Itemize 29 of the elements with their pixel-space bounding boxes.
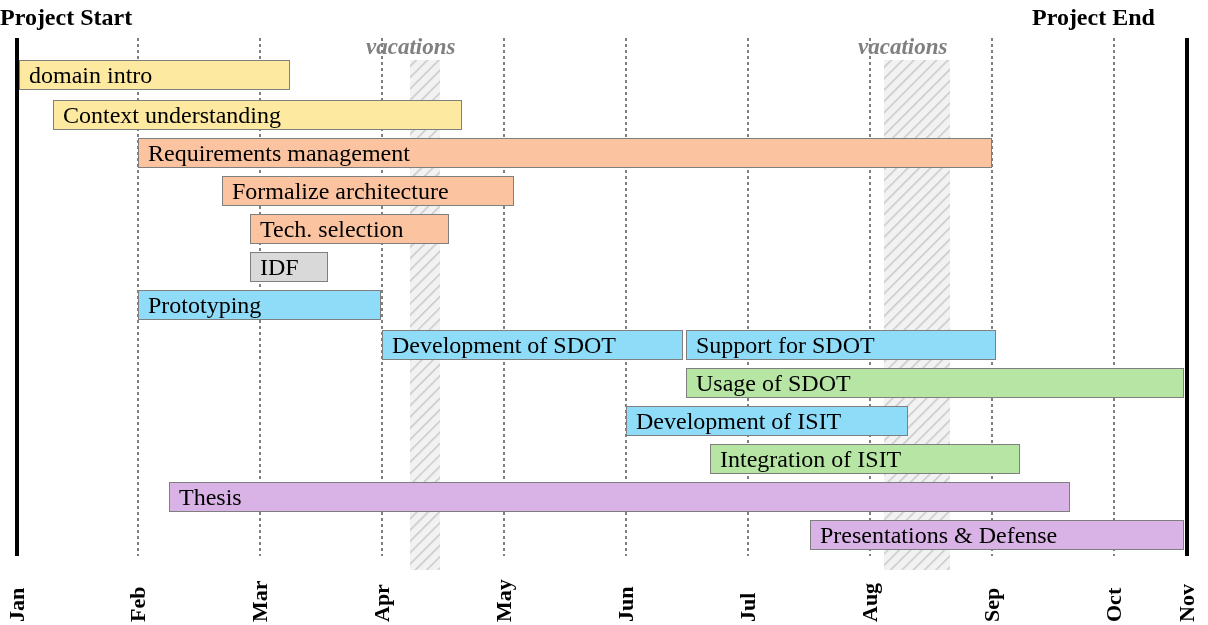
task-bar: Thesis (169, 482, 1070, 512)
month-label: Oct (1101, 587, 1127, 622)
month-label: Jan (4, 587, 30, 622)
task-bar: domain intro (19, 60, 290, 90)
task-bar: Development of SDOT (382, 330, 683, 360)
month-label: Sep (979, 587, 1005, 622)
month-label: Nov (1174, 584, 1200, 622)
month-label: Apr (369, 584, 395, 622)
task-bar: Presentations & Defense (810, 520, 1184, 550)
month-label: Mar (247, 580, 273, 622)
task-bar: Integration of ISIT (710, 444, 1020, 474)
task-bar: Tech. selection (250, 214, 449, 244)
task-bar: Context understanding (53, 100, 462, 130)
vacation-label: vacations (858, 34, 948, 60)
month-label: May (491, 579, 517, 622)
task-bar: Usage of SDOT (686, 368, 1184, 398)
vacation-label: vacations (366, 34, 456, 60)
task-bar: Requirements management (138, 138, 992, 168)
task-bar: Formalize architecture (222, 176, 514, 206)
title: Project Start (0, 4, 133, 31)
task-bar: IDF (250, 252, 328, 282)
month-label: Jul (735, 592, 761, 622)
task-bar: Development of ISIT (626, 406, 908, 436)
title: Project End (1032, 4, 1155, 31)
task-bar: Support for SDOT (686, 330, 996, 360)
task-bar: Prototyping (138, 290, 381, 320)
month-label: Jun (613, 586, 639, 622)
month-label: Aug (857, 582, 883, 622)
month-label: Feb (125, 586, 151, 622)
